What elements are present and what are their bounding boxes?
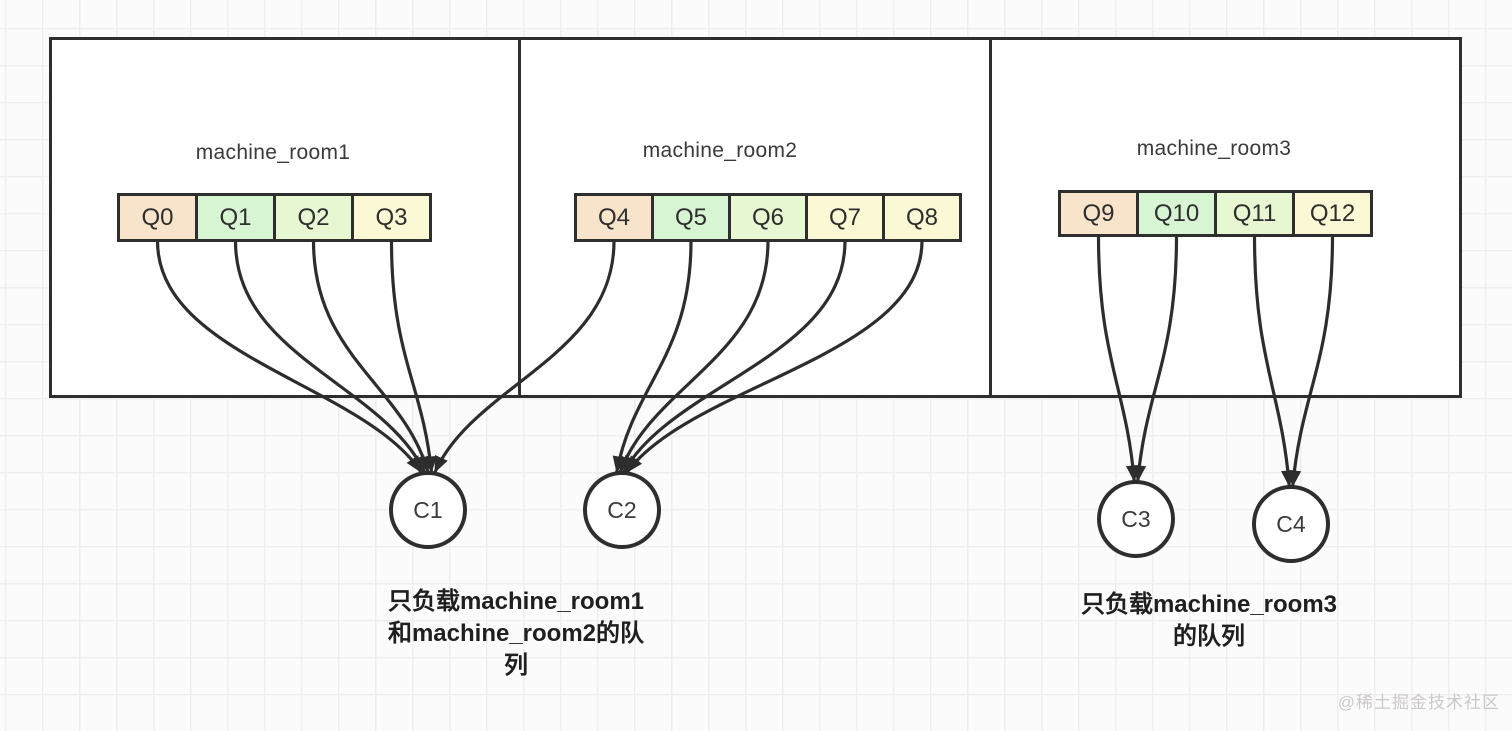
queue-Q6: Q6 — [728, 193, 808, 242]
queue-Q10: Q10 — [1136, 190, 1217, 237]
queue-Q8: Q8 — [882, 193, 962, 242]
queue-Q5: Q5 — [651, 193, 731, 242]
room-title-machine-room1: machine_room1 — [195, 141, 351, 164]
room-divider-2 — [989, 37, 992, 398]
queue-Q0: Q0 — [117, 193, 198, 242]
queue-Q4: Q4 — [574, 193, 654, 242]
caption-line: 和machine_room2的队 — [387, 620, 645, 647]
caption-c1-c2: 只负载machine_room1 和machine_room2的队 列 — [346, 586, 686, 682]
consumer-c2: C2 — [583, 471, 661, 549]
queue-Q7: Q7 — [805, 193, 885, 242]
caption-line: 列 — [504, 652, 528, 679]
queue-Q3: Q3 — [351, 193, 432, 242]
consumer-c3: C3 — [1097, 480, 1175, 558]
queue-Q11: Q11 — [1214, 190, 1295, 237]
queue-Q9: Q9 — [1058, 190, 1139, 237]
room-title-machine-room2: machine_room2 — [642, 139, 798, 162]
queue-Q2: Q2 — [273, 193, 354, 242]
watermark: @稀土掘金技术社区 — [1337, 693, 1500, 712]
queue-Q12: Q12 — [1292, 190, 1373, 237]
caption-line: 的队列 — [1173, 623, 1245, 650]
consumer-c1: C1 — [389, 471, 467, 549]
caption-c3-c4: 只负载machine_room3 的队列 — [1039, 589, 1379, 653]
room-divider-1 — [518, 37, 521, 398]
caption-line: 只负载machine_room3 — [1080, 591, 1338, 618]
caption-line: 只负载machine_room1 — [387, 588, 645, 615]
room-title-machine-room3: machine_room3 — [1136, 137, 1292, 160]
queue-Q1: Q1 — [195, 193, 276, 242]
consumer-c4: C4 — [1252, 485, 1330, 563]
